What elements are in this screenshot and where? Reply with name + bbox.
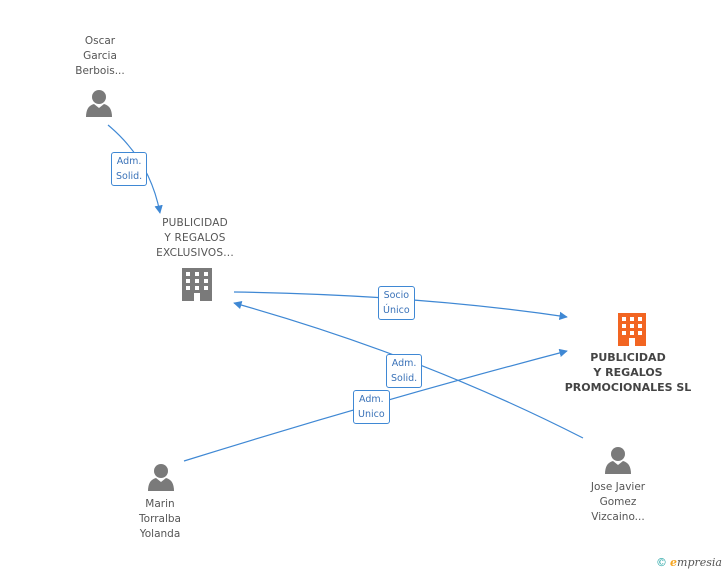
node-label-marin[interactable]: Marin Torralba Yolanda [120, 497, 200, 542]
brand-initial: e [670, 556, 678, 569]
edge-label-line: Solid. [391, 373, 418, 384]
node-label-line: Gomez [599, 496, 637, 508]
edge-label-line: Adm. [116, 156, 142, 167]
node-label-line: Y REGALOS [164, 232, 226, 244]
node-label-line: Y REGALOS [593, 366, 663, 379]
node-label-line: PUBLICIDAD [590, 351, 666, 364]
main-company-building-icon[interactable] [618, 313, 646, 346]
node-label-line: Oscar [84, 35, 116, 47]
person-icon[interactable] [605, 447, 631, 474]
node-label-line: Jose Javier [590, 481, 646, 493]
node-label-line: EXCLUSIVOS... [156, 247, 234, 259]
node-label-line: Torralba [139, 513, 181, 525]
copyright-symbol: © [656, 556, 668, 569]
node-label-line: Vizcaino... [591, 511, 645, 523]
node-label-exclusivos[interactable]: PUBLICIDAD Y REGALOS EXCLUSIVOS... [140, 216, 250, 261]
edge-label-exclusivos-promocionales[interactable]: Socio Único [378, 286, 415, 320]
edge-label-jose-exclusivos[interactable]: Adm. Solid. [386, 354, 423, 388]
edge-label-line: Unico [358, 409, 385, 420]
node-label-jose[interactable]: Jose Javier Gomez Vizcaino... [572, 480, 664, 525]
edge-label-line: Solid. [116, 171, 143, 182]
edge-label-line: Adm. [359, 394, 384, 405]
node-label-line: Garcia [83, 50, 117, 62]
edge-label-oscar-exclusivos[interactable]: Adm. Solid. [111, 152, 148, 186]
node-label-line: Yolanda [139, 528, 181, 540]
node-label-line: Berbois... [75, 65, 125, 77]
edge-label-line: Socio [383, 290, 410, 301]
person-icon[interactable] [148, 464, 174, 491]
edge-label-line: Adm. [391, 358, 417, 369]
node-label-oscar[interactable]: Oscar Garcia Berbois... [60, 34, 140, 79]
edge-label-marin-promocionales[interactable]: Adm. Unico [353, 390, 390, 424]
edge-label-line: Único [383, 305, 410, 316]
empresia-logo: ©empresia [656, 556, 722, 569]
brand-name: mpresia [677, 556, 722, 569]
node-label-line: PUBLICIDAD [162, 217, 228, 229]
node-label-line: Marin [145, 498, 175, 510]
node-label-promocionales[interactable]: PUBLICIDAD Y REGALOS PROMOCIONALES SL [560, 350, 696, 395]
building-icon[interactable] [182, 268, 212, 301]
node-label-line: PROMOCIONALES SL [564, 381, 692, 394]
person-icon[interactable] [86, 90, 112, 117]
